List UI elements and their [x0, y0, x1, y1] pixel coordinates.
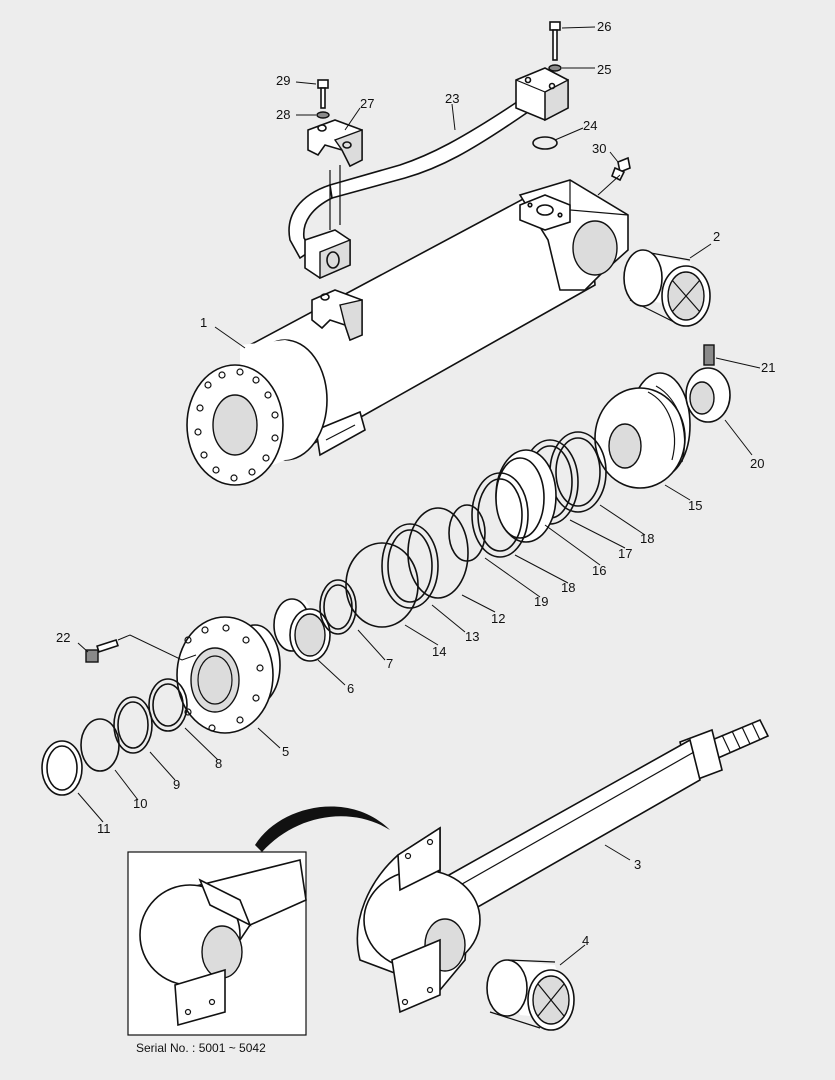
callout-18-upper: 18 — [640, 531, 654, 546]
callout-21: 21 — [761, 360, 775, 375]
callout-14: 14 — [432, 644, 446, 659]
part-piston — [594, 372, 691, 489]
part-washer-25 — [548, 64, 562, 72]
part-clamp — [307, 119, 363, 168]
part-bolt-26 — [549, 21, 561, 61]
seal-ring-18b — [471, 472, 529, 558]
flange-bolt-holes — [194, 368, 279, 482]
callout-18-lower: 18 — [561, 580, 575, 595]
callout-23: 23 — [445, 91, 459, 106]
seal-ring-19 — [448, 504, 486, 562]
callout-29: 29 — [276, 73, 290, 88]
callout-2: 2 — [713, 229, 720, 244]
seal-ring-12 — [407, 507, 469, 599]
part-bolt-29 — [317, 79, 329, 109]
callout-12: 12 — [491, 611, 505, 626]
detail-inset — [127, 806, 390, 1036]
seal-ring-7 — [319, 579, 357, 635]
part-bushing-2 — [623, 249, 711, 327]
callout-labels: 1 2 3 4 5 6 7 8 9 10 11 12 13 14 15 16 1… — [56, 19, 775, 948]
callout-17: 17 — [618, 546, 632, 561]
seal-ring-8 — [148, 678, 188, 732]
callout-24: 24 — [583, 118, 597, 133]
part-set-screw — [703, 344, 715, 366]
callout-1: 1 — [200, 315, 207, 330]
callout-26: 26 — [597, 19, 611, 34]
callout-15: 15 — [688, 498, 702, 513]
part-washer-28 — [316, 111, 330, 119]
callout-4: 4 — [582, 933, 589, 948]
callout-3: 3 — [634, 857, 641, 872]
part-bushing-6 — [273, 598, 331, 662]
callout-13: 13 — [465, 629, 479, 644]
seal-ring-11 — [41, 740, 83, 796]
part-grease-nipple — [610, 156, 631, 182]
part-bushing-4 — [486, 959, 575, 1031]
callout-20: 20 — [750, 456, 764, 471]
part-pipe — [288, 67, 569, 280]
callout-25: 25 — [597, 62, 611, 77]
callout-28: 28 — [276, 107, 290, 122]
callout-16: 16 — [592, 563, 606, 578]
callout-19: 19 — [534, 594, 548, 609]
callout-8: 8 — [215, 756, 222, 771]
callout-7: 7 — [386, 656, 393, 671]
callout-11: 11 — [97, 821, 111, 836]
seal-ring-10 — [80, 718, 120, 772]
seal-ring-9 — [113, 696, 153, 754]
part-piston-nut — [685, 367, 731, 423]
callout-9: 9 — [173, 777, 180, 792]
callout-5: 5 — [282, 744, 289, 759]
callout-22: 22 — [56, 630, 70, 645]
serial-number-caption: Serial No. : 5001 ~ 5042 — [136, 1041, 266, 1055]
part-rod-cover — [176, 616, 281, 734]
callout-6: 6 — [347, 681, 354, 696]
seal-ring-13 — [381, 523, 439, 609]
callout-27: 27 — [360, 96, 374, 111]
seal-ring-16 — [495, 449, 557, 543]
leader-lines — [77, 26, 761, 966]
part-piston-rod — [356, 718, 770, 1014]
callout-10: 10 — [133, 796, 147, 811]
part-cover-bolt — [85, 634, 197, 663]
callout-30: 30 — [592, 141, 606, 156]
seal-ring-14 — [345, 542, 419, 628]
part-oring-24 — [532, 136, 558, 150]
part-cylinder-tube — [186, 179, 629, 486]
